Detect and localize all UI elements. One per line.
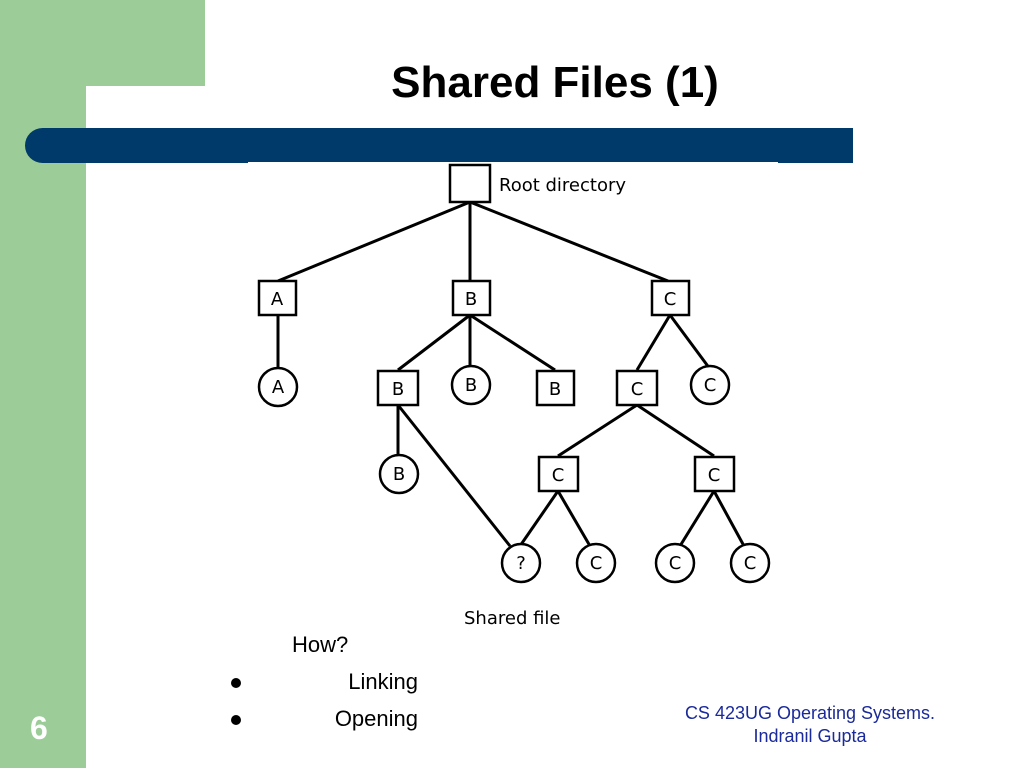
title-underline-band <box>25 128 853 163</box>
edge-c2-c3 <box>557 403 638 458</box>
bullet-dot <box>231 678 241 688</box>
top-green-block <box>0 0 205 86</box>
edge-c2-c4 <box>636 403 715 458</box>
file-circles <box>257 364 771 584</box>
dir-label-c: C <box>664 289 677 310</box>
dir-box-b2 <box>376 369 420 407</box>
how-heading: How? <box>292 632 349 657</box>
shared-file-label: Shared file <box>464 608 561 629</box>
bullet-item-linking: Linking <box>231 669 418 695</box>
file-label-c2: C <box>590 553 603 574</box>
left-green-bar <box>0 0 86 768</box>
edge-c4-fc4 <box>712 490 746 547</box>
edge-c3-shared <box>518 490 560 547</box>
bullet-text: Opening <box>334 706 418 731</box>
bullet-item-opening: Opening <box>231 706 418 732</box>
dir-label-c2: C <box>631 379 644 400</box>
dir-label-c4: C <box>708 465 721 486</box>
edge-c-c2 <box>635 314 672 371</box>
directory-boxes <box>257 163 736 493</box>
node-labels: A B C B B C C C A B C B ? C C C <box>271 289 756 574</box>
file-label-c4: C <box>744 553 757 574</box>
dir-label-b2: B <box>392 379 404 400</box>
footer-author: Indranil Gupta <box>753 726 867 746</box>
footer-credit: CS 423UG Operating Systems. Indranil Gup… <box>660 702 960 748</box>
root-directory-label: Root directory <box>499 175 626 196</box>
bullet-text: Linking <box>348 669 418 694</box>
dir-label-b3: B <box>549 379 561 400</box>
file-label-a: A <box>272 377 285 398</box>
bullet-dot <box>231 715 241 725</box>
directory-tree-diagram: A B C B B C C C A B C B ? C C C Root dir… <box>248 162 778 632</box>
tree-svg: A B C B B C C C A B C B ? C C C Root dir… <box>257 163 771 629</box>
file-circle-a <box>257 366 299 408</box>
file-circle-b2 <box>378 453 420 495</box>
dir-label-a: A <box>271 289 284 310</box>
dir-box-b <box>451 279 492 317</box>
file-label-b2: B <box>393 464 405 485</box>
slide-title: Shared Files (1) <box>391 58 719 107</box>
tree-edges <box>276 200 746 547</box>
edge-b2-shared <box>396 404 512 547</box>
page-number: 6 <box>30 710 48 746</box>
file-circle-c2 <box>575 542 617 584</box>
file-circle-c1 <box>689 364 731 406</box>
dir-label-c3: C <box>552 465 565 486</box>
file-label-shared: ? <box>516 553 526 574</box>
edge-b-b3 <box>469 313 556 372</box>
dir-box-c4 <box>693 455 736 493</box>
file-circle-shared <box>500 542 542 584</box>
file-circle-c4 <box>729 542 771 584</box>
file-circle-c3 <box>654 542 696 584</box>
dir-box-c <box>650 279 691 317</box>
dir-box-b3 <box>535 369 576 407</box>
footer-course: CS 423UG Operating Systems. <box>684 703 936 723</box>
dir-label-b: B <box>465 289 477 310</box>
dir-box-c3 <box>537 455 580 493</box>
edge-c3-fc2 <box>556 490 592 547</box>
edge-root-a <box>277 200 471 283</box>
edge-b-b2 <box>397 313 471 372</box>
edge-c-fc1 <box>668 314 712 370</box>
edge-c4-fc3 <box>678 490 716 547</box>
edge-root-c <box>469 200 669 283</box>
file-label-c3: C <box>669 553 682 574</box>
dir-box-root <box>448 163 492 204</box>
file-circle-b1 <box>450 364 492 406</box>
dir-box-c2 <box>615 369 659 407</box>
file-label-b1: B <box>465 375 477 396</box>
file-label-c1: C <box>704 375 717 396</box>
dir-box-a <box>257 279 298 317</box>
